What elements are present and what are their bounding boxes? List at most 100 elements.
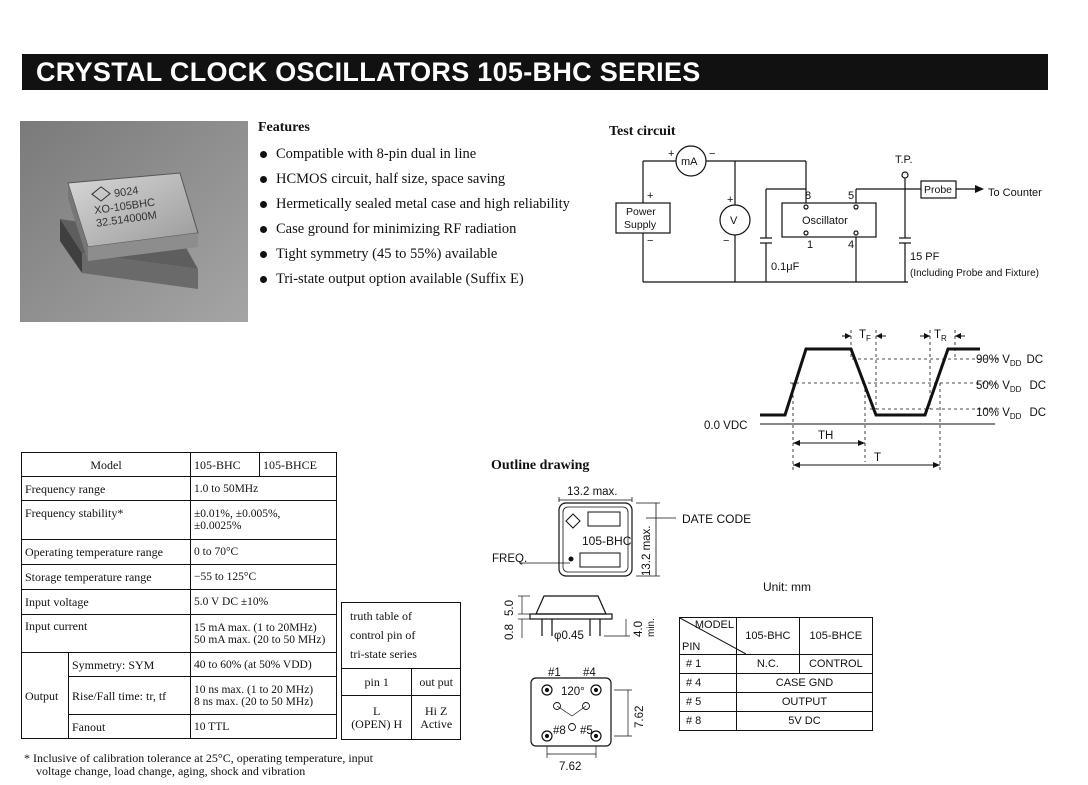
page-title: CRYSTAL CLOCK OSCILLATORS 105-BHC SERIES bbox=[22, 54, 1048, 90]
capacitor-1-label: 0.1μF bbox=[771, 261, 800, 273]
pin-function: N.C. bbox=[736, 654, 800, 674]
features-section: Features Compatible with 8-pin dual in l… bbox=[258, 120, 608, 292]
voltmeter-plus-label: + bbox=[727, 194, 733, 206]
features-heading: Features bbox=[258, 120, 310, 135]
ma-minus-label: − bbox=[709, 148, 715, 160]
spec-value-line: ±0.01%, ±0.005%, bbox=[194, 508, 281, 520]
outline-height-dim: 13.2 max. bbox=[641, 526, 653, 577]
ma-plus-label: + bbox=[668, 148, 674, 160]
outline-pin-8: #8 bbox=[553, 725, 566, 737]
test-circuit-diagram: + − mA V + − + − Power Supply Oscillator… bbox=[615, 145, 1042, 283]
milliammeter-label: mA bbox=[681, 156, 698, 168]
spec-value: 10 ns max. (1 to 20 MHz) 8 ns max. (20 t… bbox=[190, 676, 337, 715]
spec-value: 15 mA max. (1 to 20MHz) 50 mA max. (20 t… bbox=[190, 614, 337, 653]
pin-function: CASE GND bbox=[736, 673, 873, 693]
pin-5-label: 5 bbox=[848, 190, 854, 202]
capacitor-2-label: 15 PF bbox=[910, 251, 940, 263]
truth-cell-line: Active bbox=[420, 716, 453, 731]
outline-drawing: 13.2 max. 13.2 max. 105-BHC FREQ. 5.0 0.… bbox=[492, 486, 676, 773]
probe-label: Probe bbox=[924, 184, 952, 196]
pin-function: 5V DC bbox=[736, 711, 873, 731]
outline-width-dim: 13.2 max. bbox=[567, 486, 618, 498]
voltmeter-minus-label: − bbox=[723, 235, 729, 247]
spec-value: 0 to 70°C bbox=[190, 539, 337, 565]
pin-number: # 5 bbox=[679, 692, 737, 712]
spec-sublabel: Symmetry: SYM bbox=[68, 652, 191, 677]
spec-label: Input voltage bbox=[21, 589, 191, 615]
outline-pitch-horizontal: 7.62 bbox=[559, 761, 581, 773]
spec-header-105-bhce: 105-BHCE bbox=[259, 452, 337, 477]
oscillator-label: Oscillator bbox=[802, 215, 848, 227]
outline-freq-label: FREQ. bbox=[492, 553, 527, 565]
capacitor-2-note: (Including Probe and Fixture) bbox=[910, 268, 1039, 279]
pin-function: CONTROL bbox=[798, 654, 874, 674]
truth-output-values: Hi Z Active bbox=[411, 695, 461, 740]
spec-header-model: Model bbox=[21, 452, 191, 477]
spec-header-105-bhc: 105-BHC bbox=[190, 452, 260, 477]
truth-caption-line: control pin of bbox=[350, 628, 416, 642]
rise-time-label: TR bbox=[934, 329, 947, 343]
pin-function: OUTPUT bbox=[736, 692, 873, 712]
feature-item: HCMOS circuit, half size, space saving bbox=[258, 167, 608, 192]
spec-label: Operating temperature range bbox=[21, 539, 191, 565]
high-time-label: TH bbox=[818, 430, 833, 442]
pin-number: # 4 bbox=[679, 673, 737, 693]
spec-value-line: 8 ns max. (20 to 50 MHz) bbox=[194, 695, 314, 708]
feature-item: Case ground for minimizing RF radiation bbox=[258, 217, 608, 242]
unit-label: Unit: mm bbox=[763, 580, 811, 594]
pin-table-pin-label: PIN bbox=[682, 641, 701, 653]
photo-marking-line1: 9024 bbox=[113, 185, 139, 200]
pin-table-col-105-bhce: 105-BHCE bbox=[798, 617, 874, 655]
to-counter-label: To Counter bbox=[988, 187, 1042, 199]
pin-table: MODEL PIN 105-BHC 105-BHCE # 1 N.C. CONT… bbox=[679, 617, 874, 731]
spec-value-line: ±0.0025% bbox=[194, 520, 242, 532]
spec-value-line: 15 mA max. (1 to 20MHz) bbox=[194, 621, 317, 634]
spec-table: Model 105-BHC 105-BHCE Frequency range 1… bbox=[21, 452, 337, 739]
power-supply-label-2: Supply bbox=[624, 219, 657, 231]
voltmeter-label: V bbox=[730, 215, 738, 227]
power-supply-plus-label: + bbox=[647, 190, 653, 202]
spec-value: 5.0 V DC ±10% bbox=[190, 589, 337, 615]
outline-pin-length-min: min. bbox=[646, 618, 657, 637]
pin-table-model-label: MODEL bbox=[694, 619, 734, 631]
spec-value-line: 10 ns max. (1 to 20 MHz) bbox=[194, 683, 314, 696]
spec-output-label: Output bbox=[21, 652, 69, 739]
outline-pin-4: #4 bbox=[583, 667, 596, 679]
outline-pin-length: 4.0 bbox=[633, 621, 645, 637]
feature-item: Tri-state output option available (Suffi… bbox=[258, 267, 608, 292]
pin-8-label: 8 bbox=[805, 190, 811, 202]
spec-value: ±0.01%, ±0.005%, ±0.0025% bbox=[190, 500, 337, 540]
spec-label: Storage temperature range bbox=[21, 564, 191, 590]
test-circuit-heading: Test circuit bbox=[609, 124, 676, 139]
truth-table-caption: truth table of control pin of tri-state … bbox=[341, 602, 461, 669]
test-point-label: T.P. bbox=[895, 154, 913, 166]
truth-caption-line: tri-state series bbox=[350, 647, 417, 661]
spec-value: −55 to 125°C bbox=[190, 564, 337, 590]
truth-cell-line: (OPEN) H bbox=[351, 716, 403, 731]
power-supply-label-1: Power bbox=[626, 206, 656, 218]
feature-item: Hermetically sealed metal case and high … bbox=[258, 192, 608, 217]
pin-number: # 8 bbox=[679, 711, 737, 731]
spec-value: 10 TTL bbox=[190, 714, 337, 739]
spec-value: 1.0 to 50MHz bbox=[190, 476, 337, 501]
power-supply-minus-label: − bbox=[647, 235, 653, 247]
footnote-line: * Inclusive of calibration tolerance at … bbox=[24, 751, 374, 765]
truth-table: truth table of control pin of tri-state … bbox=[340, 602, 461, 740]
spec-value: 40 to 60% (at 50% VDD) bbox=[190, 652, 337, 677]
truth-head-output: out put bbox=[411, 668, 461, 696]
outline-model-label: 105-BHC bbox=[582, 534, 632, 548]
footnote-line: voltage change, load change, aging, shoc… bbox=[36, 764, 306, 778]
feature-item: Compatible with 8-pin dual in line bbox=[258, 142, 608, 167]
pin-1-label: 1 bbox=[807, 239, 813, 251]
fall-time-label: TF bbox=[859, 329, 871, 343]
product-photo: 9024 XO-105BHC 32.514000M bbox=[20, 121, 248, 322]
pin-table-corner: MODEL PIN bbox=[679, 617, 746, 655]
outline-heading: Outline drawing bbox=[491, 458, 590, 473]
feature-item: Tight symmetry (45 to 55%) available bbox=[258, 242, 608, 267]
date-code-label: DATE CODE bbox=[682, 512, 752, 526]
pin-number: # 1 bbox=[679, 654, 737, 674]
spec-label: Frequency range bbox=[21, 476, 191, 501]
outline-pin-5: #5 bbox=[580, 725, 593, 737]
